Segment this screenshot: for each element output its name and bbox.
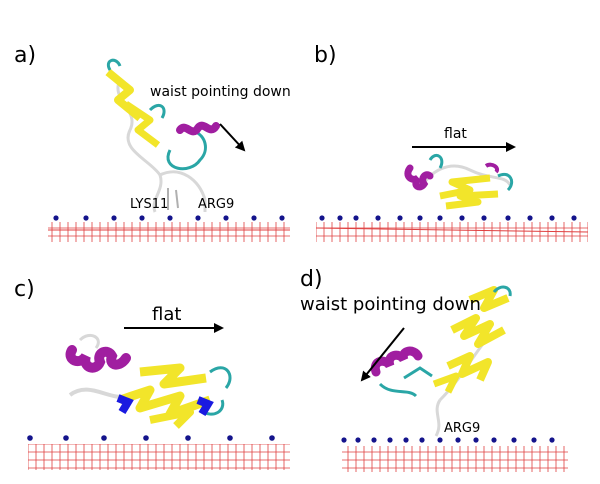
panel-a-label: a)	[14, 43, 36, 68]
panel-c-headgroups	[27, 435, 275, 441]
panel-d: d) waist pointing down ARG9	[300, 267, 568, 472]
panel-a-annotation: waist pointing down	[150, 84, 291, 100]
panel-b: b) flat	[314, 43, 589, 242]
panel-a-residue-1: LYS11	[130, 197, 168, 212]
panel-d-label: d)	[300, 267, 323, 292]
panel-b-lattice	[316, 222, 588, 242]
panel-c-label: c)	[14, 277, 35, 302]
panel-b-label: b)	[314, 43, 337, 68]
panel-a: a) waist pointing down LYS11 ARG9	[14, 43, 291, 242]
panel-c-protein	[65, 334, 232, 429]
panel-d-lattice	[342, 446, 568, 472]
panel-d-residue-1: ARG9	[444, 421, 480, 436]
panel-d-protein	[370, 285, 512, 437]
panel-a-lattice	[48, 222, 290, 242]
panel-a-residue-2: ARG9	[198, 197, 234, 212]
panel-a-headgroups	[53, 215, 285, 221]
panel-d-direction-arrow	[360, 327, 405, 382]
panel-d-headgroups	[341, 437, 555, 443]
panel-c-lattice	[28, 444, 290, 470]
panel-b-annotation: flat	[444, 126, 467, 142]
panel-b-protein	[404, 154, 514, 210]
panel-c-annotation: flat	[152, 304, 181, 325]
panel-a-protein	[105, 58, 220, 213]
panel-a-direction-arrow	[219, 123, 246, 152]
panel-d-annotation: waist pointing down	[300, 294, 481, 315]
panel-c: c) flat	[14, 277, 290, 470]
panel-b-headgroups	[319, 215, 577, 221]
